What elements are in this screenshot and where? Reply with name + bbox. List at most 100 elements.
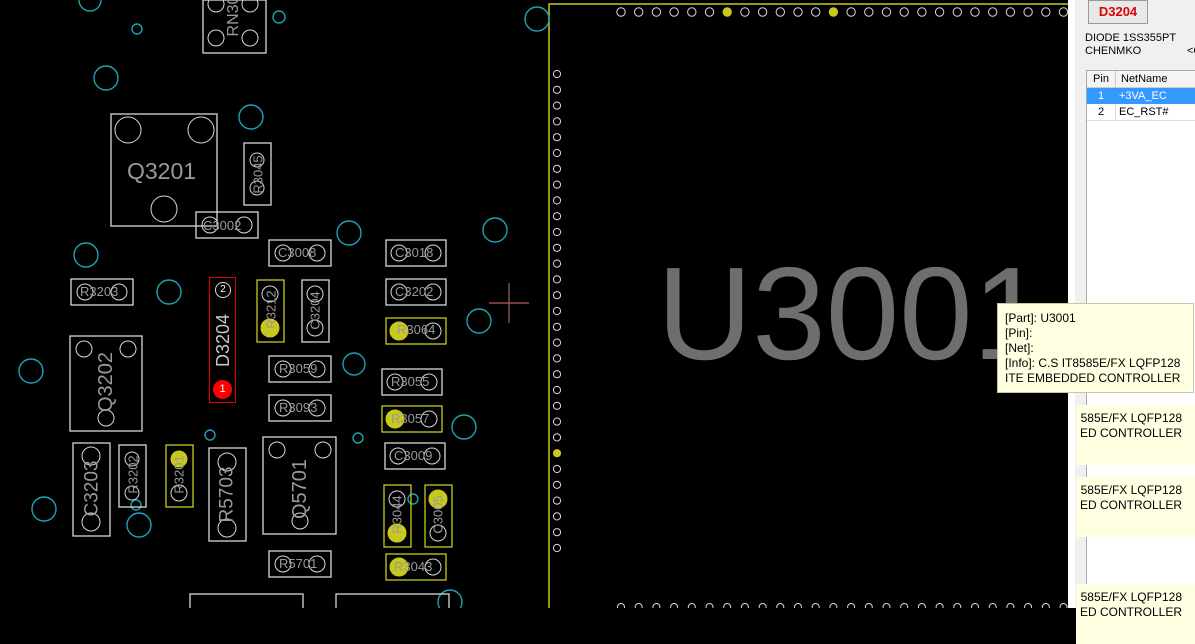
board-canvas[interactable]: U3001 2 1 D3204 Q3201 Q3202 RN30 R3045 C… xyxy=(0,0,1075,608)
u3001-pad-top-2 xyxy=(634,7,644,17)
bottom-part-a-outline xyxy=(189,593,304,608)
u3001-pad-bottom-26 xyxy=(1059,603,1068,608)
stale-tooltip-2-line1: 585E/FX LQFP128 xyxy=(1080,483,1182,497)
r3203-pad-2 xyxy=(110,283,128,301)
q3202-pad-1 xyxy=(75,340,93,358)
selected-part-button[interactable]: D3204 xyxy=(1088,0,1148,24)
c3202-pad-1 xyxy=(390,283,408,301)
r3043-label: R3043 xyxy=(394,559,433,574)
u3001-pad-left-8 xyxy=(552,180,562,189)
u3001-pad-bottom-21 xyxy=(971,603,979,608)
u3001-pad-bottom-24 xyxy=(1024,603,1033,608)
r3093-pad-2 xyxy=(308,399,326,417)
u3001-pad-top-25 xyxy=(1041,7,1051,17)
via-5 xyxy=(93,65,119,91)
c3005-pad-2 xyxy=(429,524,447,542)
c3002-label: C3002 xyxy=(203,218,242,233)
r5701-outline xyxy=(268,550,332,578)
r3044-label: R3044 xyxy=(389,495,405,534)
via-13 xyxy=(466,308,492,334)
q3201-label: Q3201 xyxy=(127,158,197,184)
u3001-pad-left-13 xyxy=(552,259,562,268)
u3001-pad-left-20 xyxy=(552,370,562,379)
u3001-pad-left-25 xyxy=(552,449,562,458)
r3044-pad-2 xyxy=(387,523,407,543)
u3001-pad-top-6 xyxy=(704,7,715,17)
row-1-pin: 1 xyxy=(1097,90,1105,102)
d3204-part[interactable] xyxy=(209,277,236,403)
u3001-pad-top-11 xyxy=(793,7,803,17)
stale-tooltip-3: 585E/FX LQFP128 ED CONTROLLER xyxy=(1076,584,1195,644)
u3001-pad-top-5 xyxy=(687,7,697,17)
u3001-pad-top-3 xyxy=(651,7,662,17)
u3001-pad-bottom-7 xyxy=(723,603,732,608)
c3009-pad-1 xyxy=(389,447,407,465)
u3001-pad-left-28 xyxy=(552,496,562,505)
tooltip-pin: [Pin]: xyxy=(1005,326,1033,340)
c3009-pad-2 xyxy=(423,447,441,465)
via-16 xyxy=(352,432,364,444)
u3001-pad-left-19 xyxy=(552,354,562,363)
tooltip-info: [Info]: C.S IT8585E/FX LQFP128 xyxy=(1005,356,1181,370)
c3202-pad-2 xyxy=(424,283,442,301)
r3212-pad-2 xyxy=(260,318,280,338)
header-netname[interactable]: NetName xyxy=(1121,73,1168,85)
u3001-pad-left-30 xyxy=(552,528,562,537)
c3202-outline xyxy=(385,278,447,306)
u3001-pad-bottom-10 xyxy=(776,603,785,608)
d3204-label: D3204 xyxy=(213,313,233,367)
table-row-2[interactable]: 2 EC_RST# xyxy=(1087,104,1195,121)
u3001-pad-bottom-9 xyxy=(758,603,767,608)
u3001-pad-top-10 xyxy=(775,7,785,17)
stale-tooltip-3-line1: 585E/FX LQFP128 xyxy=(1080,590,1182,604)
r3064-pad-1 xyxy=(389,321,409,341)
via-18 xyxy=(130,499,142,511)
table-header: Pin NetName xyxy=(1087,71,1195,88)
q3202-pad-2 xyxy=(119,340,137,358)
r3059-label: R3059 xyxy=(279,361,318,376)
rn30-pad-2 xyxy=(241,0,259,13)
d3204-pin1-label: 1 xyxy=(219,383,226,395)
table-row-1[interactable]: 1 +3VA_EC xyxy=(1087,88,1195,104)
r3201-pad-1 xyxy=(170,450,188,468)
r3212-pad-1 xyxy=(261,285,279,303)
u3001-pad-left-22 xyxy=(552,401,562,410)
r5701-label: R5701 xyxy=(279,556,318,571)
d3204-pin2[interactable]: 2 xyxy=(215,282,231,298)
r3044-pad-1 xyxy=(388,490,406,508)
u3001-pad-bottom-23 xyxy=(1006,603,1015,608)
c3018-pad-1 xyxy=(390,244,408,262)
c3005-label: C3005 xyxy=(430,495,446,534)
r3203-label: R3203 xyxy=(80,284,119,299)
q5701-outline xyxy=(262,436,337,535)
r5703-pad-1 xyxy=(217,452,237,472)
row-1-net: +3VA_EC xyxy=(1119,90,1167,102)
via-7 xyxy=(336,220,362,246)
u3001-pad-bottom-4 xyxy=(670,603,679,608)
c3204-pad-1 xyxy=(306,285,324,303)
r3045-pad-2 xyxy=(249,180,265,196)
r3043-pad-2 xyxy=(424,558,442,576)
r3055-pad-2 xyxy=(420,373,438,391)
u3001-pad-bottom-17 xyxy=(900,603,909,608)
row-2-net: EC_RST# xyxy=(1119,106,1169,118)
header-pin[interactable]: Pin xyxy=(1087,71,1116,87)
u3001-pad-left-11 xyxy=(552,227,562,237)
d3204-pin1[interactable]: 1 xyxy=(213,380,232,399)
u3001-pad-left-18 xyxy=(552,338,562,347)
r3055-outline xyxy=(381,368,443,396)
q3201-pad-2 xyxy=(187,116,215,144)
u3001-pad-left-7 xyxy=(552,164,562,173)
c3002-pad-2 xyxy=(235,216,253,234)
r3093-outline xyxy=(268,394,332,422)
u3001-pad-left-24 xyxy=(552,433,562,442)
u3001-pad-left-31 xyxy=(552,543,562,553)
q3202-label: Q3202 xyxy=(95,351,117,413)
board-graphics[interactable] xyxy=(0,0,1075,608)
u3001-pad-top-7 xyxy=(722,7,732,17)
u3001-pad-bottom-25 xyxy=(1041,603,1050,608)
via-17 xyxy=(407,493,419,505)
q3201-pad-1 xyxy=(114,116,142,144)
via-8 xyxy=(482,217,508,243)
r3057-pad-1 xyxy=(385,409,405,429)
